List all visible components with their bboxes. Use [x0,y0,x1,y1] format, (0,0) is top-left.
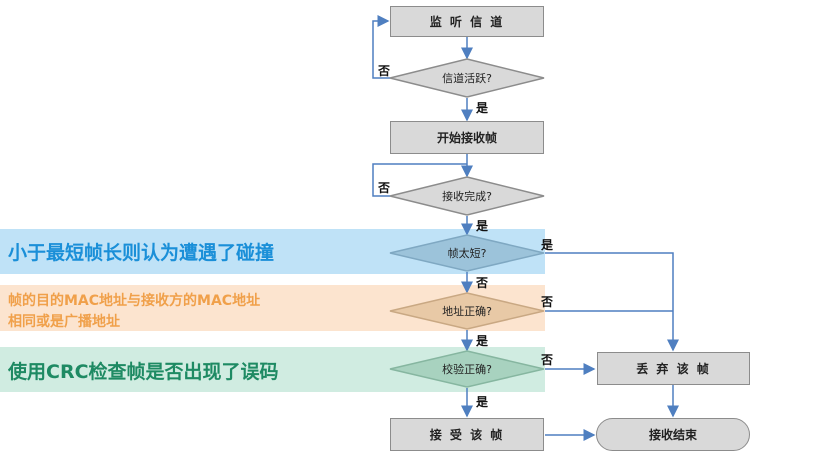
node-start-receive: 开始接收帧 [390,121,544,154]
note-mac-line-1: 帧的目的MAC地址与接收方的MAC地址 [8,293,261,309]
label-no-short: 否 [476,276,489,290]
diamond-too-short [389,234,545,272]
node-receive-done: 接收完成? [442,189,492,203]
node-accept: 接 受 该 帧 [390,418,544,451]
label-no-receive: 否 [378,181,391,195]
node-checksum-ok: 校验正确? [442,362,492,376]
loop-channel-active [372,15,390,79]
note-short-frame: 小于最短帧长则认为遭遇了碰撞 [8,242,275,264]
node-discard: 丢 弃 该 帧 [597,352,750,385]
loop-receive-done [372,163,467,197]
note-crc: 使用CRC检查帧是否出现了误码 [8,361,279,383]
node-addr-ok: 地址正确? [442,304,492,318]
label-yes-addr: 是 [476,334,489,348]
label-yes-check: 是 [476,395,489,409]
label-no-channel: 否 [378,64,391,78]
label-yes-short: 是 [541,238,554,252]
note-mac-line-2: 相同或是广播地址 [8,314,120,330]
branch-short-yes [545,252,679,352]
diamond-addr-ok [389,292,545,330]
node-listen: 监 听 信 道 [390,6,544,37]
label-yes-receive: 是 [476,219,489,233]
label-no-check: 否 [541,353,554,367]
node-too-short: 帧太短? [448,246,487,260]
node-end: 接收结束 [596,418,750,451]
label-no-addr: 否 [541,295,554,309]
label-yes-channel: 是 [476,101,489,115]
diamond-checksum-ok [389,350,545,388]
diamond-receive-done [389,176,545,216]
node-channel-active: 信道活跃? [442,71,492,85]
diamond-channel-active [389,58,545,98]
